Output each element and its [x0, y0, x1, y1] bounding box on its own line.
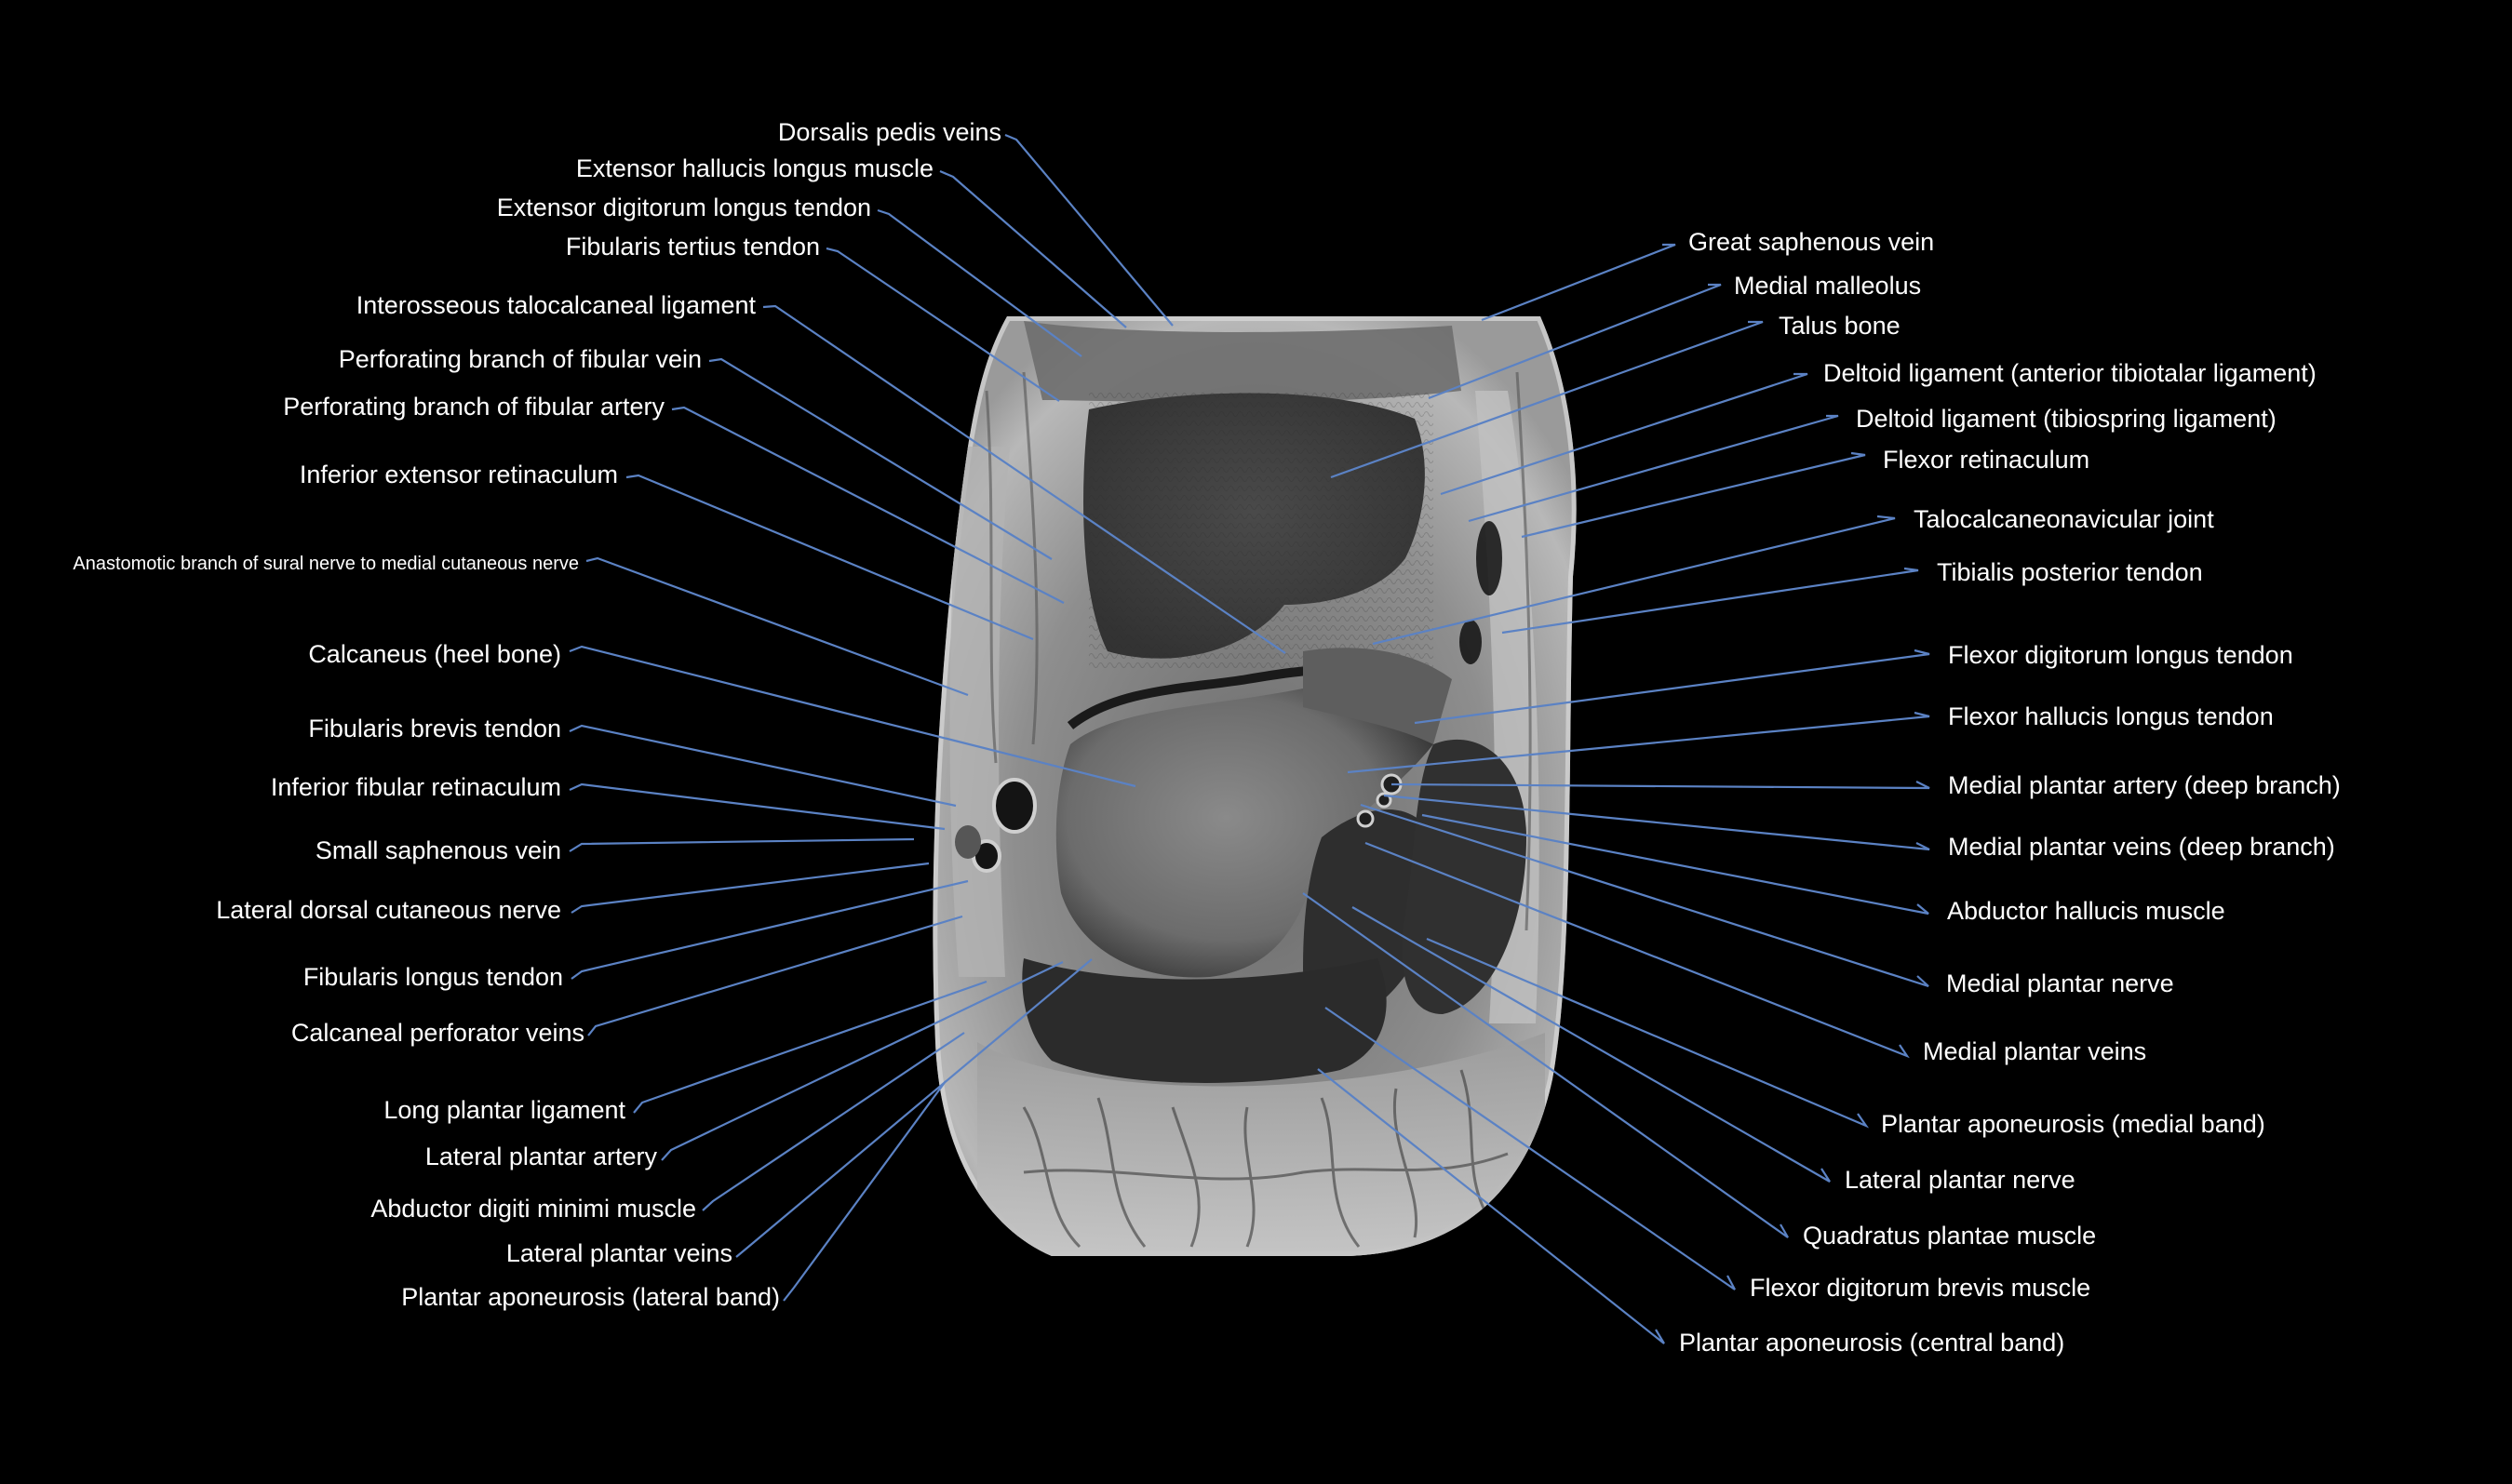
leader-line-calcaneus-heel-bone — [569, 645, 1136, 788]
leader-line-deltoid-ligament-tibiospring-ligament — [1468, 414, 1839, 523]
label-great-saphenous-vein: Great saphenous vein — [1688, 228, 1935, 256]
label-quadratus-plantae-muscle: Quadratus plantae muscle — [1803, 1222, 2097, 1250]
label-inferior-extensor-retinaculum: Inferior extensor retinaculum — [299, 461, 618, 488]
label-flexor-hallucis-longus-tendon: Flexor hallucis longus tendon — [1948, 702, 2274, 730]
leader-line-inferior-fibular-retinaculum — [569, 782, 946, 831]
label-talocalcaneonavicular-joint: Talocalcaneonavicular joint — [1914, 505, 2214, 533]
label-interosseous-talocalcaneal-ligament: Interosseous talocalcaneal ligament — [356, 291, 756, 319]
label-medial-plantar-artery-deep-branch: Medial plantar artery (deep branch) — [1948, 771, 2341, 799]
label-deltoid-ligament-anterior-tibiotalar-ligament: Deltoid ligament (anterior tibiotalar li… — [1823, 359, 2317, 387]
label-calcaneal-perforator-veins: Calcaneal perforator veins — [290, 1019, 584, 1047]
label-small-saphenous-vein: Small saphenous vein — [315, 836, 561, 864]
leader-line-medial-plantar-veins-deep-branch — [1383, 794, 1930, 851]
leader-line-fibularis-brevis-tendon — [569, 724, 957, 808]
label-perforating-branch-of-fibular-artery: Perforating branch of fibular artery — [283, 393, 665, 421]
leader-line-medial-plantar-artery-deep-branch — [1390, 781, 1930, 790]
leader-line-fibularis-longus-tendon — [571, 879, 969, 980]
label-inferior-fibular-retinaculum: Inferior fibular retinaculum — [270, 773, 561, 801]
leader-line-lateral-plantar-veins — [735, 958, 1093, 1258]
label-abductor-digiti-minimi-muscle: Abductor digiti minimi muscle — [370, 1195, 696, 1223]
leader-line-plantar-aponeurosis-medial-band — [1426, 937, 1870, 1129]
leader-line-talus-bone — [1330, 320, 1764, 479]
label-lateral-plantar-veins: Lateral plantar veins — [505, 1239, 732, 1267]
leader-line-lateral-plantar-nerve — [1351, 906, 1831, 1183]
label-dorsalis-pedis-veins: Dorsalis pedis veins — [777, 118, 1001, 146]
label-talus-bone: Talus bone — [1779, 312, 1901, 340]
leader-line-flexor-digitorum-brevis-muscle — [1324, 1007, 1736, 1290]
label-extensor-digitorum-longus-tendon: Extensor digitorum longus tendon — [496, 194, 871, 221]
label-deltoid-ligament-tibiospring-ligament: Deltoid ligament (tibiospring ligament) — [1856, 405, 2277, 433]
leader-line-deltoid-ligament-anterior-tibiotalar-ligament — [1440, 372, 1808, 496]
leader-line-great-saphenous-vein — [1481, 243, 1676, 322]
leader-line-dorsalis-pedis-veins — [1004, 133, 1174, 327]
leader-line-anastomotic-branch-of-sural-nerve-to-medial-cutaneous-nerve — [585, 556, 969, 697]
label-medial-malleolus: Medial malleolus — [1734, 272, 1922, 300]
label-plantar-aponeurosis-central-band: Plantar aponeurosis (central band) — [1679, 1329, 2065, 1357]
label-medial-plantar-nerve: Medial plantar nerve — [1946, 969, 2174, 997]
label-long-plantar-ligament: Long plantar ligament — [383, 1096, 625, 1124]
leader-line-medial-malleolus — [1428, 283, 1722, 400]
label-fibularis-longus-tendon: Fibularis longus tendon — [302, 963, 563, 991]
leader-line-abductor-digiti-minimi-muscle — [702, 1032, 965, 1211]
label-abductor-hallucis-muscle: Abductor hallucis muscle — [1947, 897, 2225, 925]
leader-line-plantar-aponeurosis-central-band — [1317, 1068, 1665, 1344]
label-flexor-digitorum-brevis-muscle: Flexor digitorum brevis muscle — [1750, 1274, 2091, 1302]
label-flexor-retinaculum: Flexor retinaculum — [1883, 446, 2090, 474]
label-medial-plantar-veins: Medial plantar veins — [1923, 1037, 2147, 1065]
label-medial-plantar-veins-deep-branch: Medial plantar veins (deep branch) — [1948, 833, 2335, 861]
leader-line-long-plantar-ligament — [633, 980, 987, 1114]
leader-line-tibialis-posterior-tendon — [1501, 567, 1919, 635]
label-plantar-aponeurosis-lateral-band: Plantar aponeurosis (lateral band) — [401, 1283, 780, 1311]
leader-line-small-saphenous-vein — [569, 837, 915, 852]
label-flexor-digitorum-longus-tendon: Flexor digitorum longus tendon — [1948, 641, 2293, 669]
label-lateral-plantar-artery: Lateral plantar artery — [424, 1143, 657, 1170]
leader-line-calcaneal-perforator-veins — [587, 915, 963, 1036]
label-lateral-dorsal-cutaneous-nerve: Lateral dorsal cutaneous nerve — [216, 896, 561, 924]
leader-line-fibularis-tertius-tendon — [826, 247, 1060, 402]
leader-line-extensor-hallucis-longus-muscle — [939, 169, 1127, 328]
leader-line-quadratus-plantae-muscle — [1302, 892, 1789, 1238]
label-lateral-plantar-nerve: Lateral plantar nerve — [1845, 1166, 2075, 1194]
leader-line-extensor-digitorum-longus-tendon — [877, 208, 1082, 357]
label-fibularis-tertius-tendon: Fibularis tertius tendon — [565, 233, 820, 261]
leader-line-lateral-dorsal-cutaneous-nerve — [571, 862, 930, 914]
leader-line-flexor-hallucis-longus-tendon — [1347, 711, 1930, 774]
leader-line-perforating-branch-of-fibular-artery — [671, 406, 1065, 604]
label-extensor-hallucis-longus-muscle: Extensor hallucis longus muscle — [575, 154, 934, 182]
leader-line-talocalcaneonavicular-joint — [1372, 515, 1896, 646]
label-anastomotic-branch-of-sural-nerve-to-medial-cutaneous-nerve: Anastomotic branch of sural nerve to med… — [73, 554, 579, 574]
mri-anatomy — [933, 316, 1577, 1256]
leader-line-flexor-retinaculum — [1521, 451, 1866, 539]
leader-line-flexor-digitorum-longus-tendon — [1414, 648, 1930, 725]
leader-line-interosseous-talocalcaneal-ligament — [762, 304, 1286, 654]
leader-line-medial-plantar-veins — [1364, 841, 1910, 1059]
label-plantar-aponeurosis-medial-band: Plantar aponeurosis (medial band) — [1881, 1110, 2265, 1138]
leader-line-abductor-hallucis-muscle — [1421, 813, 1929, 916]
label-fibularis-brevis-tendon: Fibularis brevis tendon — [308, 715, 561, 742]
leader-line-lateral-plantar-artery — [661, 961, 1064, 1161]
leader-lines — [569, 133, 1930, 1344]
label-perforating-branch-of-fibular-vein: Perforating branch of fibular vein — [338, 345, 702, 373]
label-calcaneus-heel-bone: Calcaneus (heel bone) — [308, 640, 561, 668]
leader-line-plantar-aponeurosis-lateral-band — [783, 1080, 947, 1302]
leader-line-perforating-branch-of-fibular-vein — [708, 357, 1053, 560]
leader-line-inferior-extensor-retinaculum — [625, 474, 1034, 641]
leader-line-medial-plantar-nerve — [1360, 803, 1929, 988]
label-tibialis-posterior-tendon: Tibialis posterior tendon — [1937, 558, 2203, 586]
